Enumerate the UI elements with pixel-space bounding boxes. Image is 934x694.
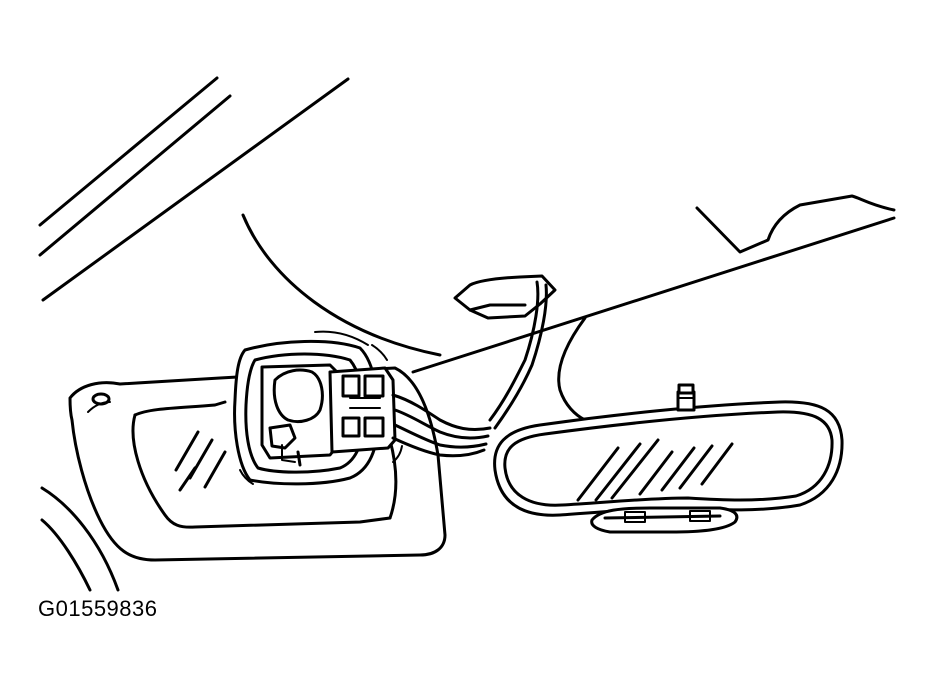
windshield-edge-lines (38, 76, 350, 302)
vanity-lamp-housing (233, 330, 403, 486)
a-pillar-trim (40, 486, 120, 592)
rearview-mirror (493, 383, 844, 534)
figure-code: G01559836 (38, 596, 158, 621)
upper-connector (453, 274, 557, 430)
headliner-contours (241, 194, 896, 374)
connector-harness (391, 393, 492, 458)
harness-curve (557, 316, 587, 422)
